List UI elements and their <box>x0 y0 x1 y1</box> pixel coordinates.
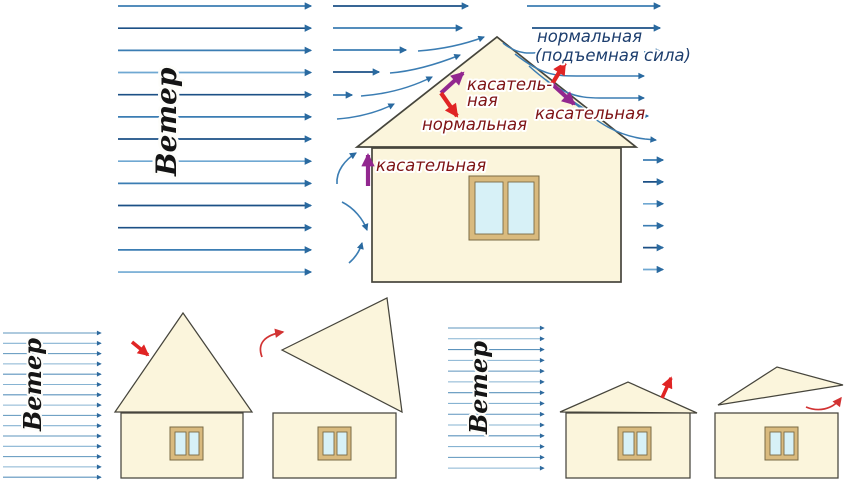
house-steep-roof-attached <box>113 311 254 479</box>
roof-streamlines-left <box>336 35 485 120</box>
window <box>169 426 204 461</box>
rotation-arrow-steep-roof <box>259 328 285 358</box>
steep-roof <box>113 311 254 413</box>
wind-stubs-left <box>333 2 470 99</box>
wind-label-top: Ветер <box>150 67 183 177</box>
wind-label-bottom-right: Ветер <box>464 341 493 435</box>
wind-label-bottom-left: Ветер <box>18 338 47 432</box>
wind-field-bottom-left <box>3 330 102 480</box>
house-shallow-roof-attached <box>559 376 698 479</box>
detached-shallow-roof <box>717 366 844 406</box>
wind-field-bottom-right <box>448 325 545 471</box>
shallow-roof <box>559 381 698 414</box>
label-normal-left: нормальная <box>422 115 527 134</box>
rotation-arrow-shallow-roof <box>805 396 842 411</box>
tangential-arrow-left-slope <box>439 71 465 95</box>
normal-arrow-left-slope <box>439 91 459 118</box>
bottom-right-diagram: Ветер <box>448 325 844 479</box>
bottom-left-diagram: Ветер <box>3 297 403 480</box>
detached-steep-roof <box>280 297 403 414</box>
label-normal-lift-line1: нормальная <box>537 27 642 46</box>
label-tangential-right: касательная <box>535 104 645 123</box>
top-diagram: Ветер <box>118 2 693 283</box>
house-main-window <box>468 175 540 241</box>
label-tangential-left-line1: касатель- <box>467 75 552 94</box>
force-arrows <box>361 61 576 186</box>
tangential-arrow-right-slope <box>550 82 576 106</box>
force-labels: нормальная (подъемная сила) касатель- на… <box>374 25 693 177</box>
label-normal-lift-line2: (подъемная сила) <box>535 46 691 65</box>
label-tangential-left-line2: ная <box>467 91 498 110</box>
house-main <box>354 35 639 283</box>
window <box>764 426 799 461</box>
house-steep-roof-torn-off <box>259 297 403 479</box>
pressure-arrow-steep-roof <box>130 340 150 357</box>
wind-field-exit-right <box>643 156 665 274</box>
lift-arrow-right-slope <box>550 61 567 86</box>
wind-field-top-left <box>118 2 313 276</box>
lift-arrow-shallow-roof <box>660 376 673 399</box>
house-shallow-roof-lifted <box>714 366 844 479</box>
window <box>317 426 352 461</box>
window <box>617 426 652 461</box>
wall-eddies <box>336 152 369 264</box>
label-tangential-wall: касательная <box>376 156 486 175</box>
